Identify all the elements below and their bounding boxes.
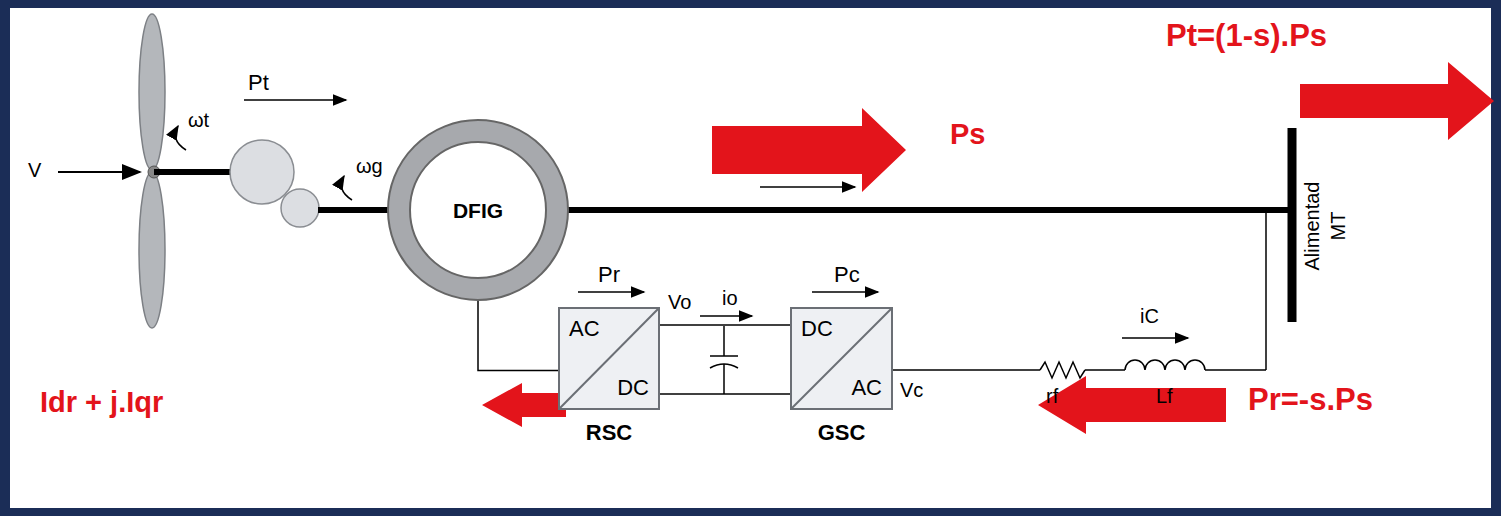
blade (139, 14, 165, 170)
rotor-current-arrow (482, 383, 566, 427)
converter-side-label: AC (851, 377, 882, 399)
omega-g-arrow (341, 176, 352, 200)
wind-arrow (58, 171, 140, 173)
power-label: Pr=-s.Ps (1248, 384, 1373, 415)
high-speed-shaft (318, 207, 390, 213)
converter-box: DCACGSC (790, 307, 893, 410)
pr-arrow (578, 291, 644, 293)
signal-label: iC (1140, 306, 1159, 326)
diagonal-line (792, 309, 891, 408)
converter-name: RSC (586, 422, 632, 444)
signal-label: ωg (356, 156, 383, 176)
ps-small-arrow (760, 186, 855, 188)
power-label: Idr + j.Iqr (40, 388, 163, 417)
signal-label: Lf (1156, 386, 1173, 406)
signal-label: rf (1046, 386, 1058, 406)
mv-bus-bar (1288, 128, 1297, 322)
bus-label: Alimentad (1302, 182, 1322, 271)
stator-line (568, 207, 1290, 213)
converter-side-label: DC (801, 318, 833, 340)
converter-name: GSC (818, 422, 866, 444)
dc-capacitor (710, 326, 738, 394)
signal-label: io (722, 288, 738, 308)
signal-label: V (28, 160, 41, 180)
pc-arrow (812, 291, 878, 293)
converter-box: ACDCRSC (558, 307, 660, 410)
diagonal-line (560, 309, 658, 408)
generator-circle: DFIG (386, 118, 570, 302)
wire (660, 393, 790, 395)
gear-large (230, 140, 294, 204)
power-label: Pt=(1-s).Ps (1166, 20, 1327, 51)
signal-label: Pc (834, 264, 860, 286)
wire (660, 324, 790, 326)
signal-label: Pr (598, 264, 620, 286)
ic-arrow (1122, 337, 1188, 339)
connector (478, 300, 558, 371)
omega-t-arrow (175, 126, 186, 150)
connector (660, 325, 790, 394)
low-speed-shaft (154, 169, 232, 175)
bus-label: MT (1328, 212, 1348, 241)
power-label: Ps (950, 120, 985, 149)
stator-ring (388, 120, 568, 300)
rotor-circle (410, 142, 546, 278)
signal-label: Vc (900, 380, 923, 400)
converter-side-label: AC (569, 318, 600, 340)
signal-label: ωt (188, 110, 209, 130)
pt-power-arrow (1300, 62, 1494, 140)
signal-label: Vo (668, 292, 691, 312)
gear-small (281, 189, 319, 227)
wire (478, 300, 558, 371)
grid-filter (893, 210, 1266, 378)
generator-name: DFIG (453, 200, 503, 221)
pr-power-arrow (1038, 376, 1226, 434)
white-panel (10, 8, 1491, 508)
converter-side-label: DC (617, 377, 649, 399)
blade (139, 172, 165, 328)
pt-arrow (244, 99, 346, 101)
ps-power-arrow (712, 108, 906, 192)
io-arrow (700, 315, 752, 317)
signal-label: Pt (248, 72, 269, 94)
